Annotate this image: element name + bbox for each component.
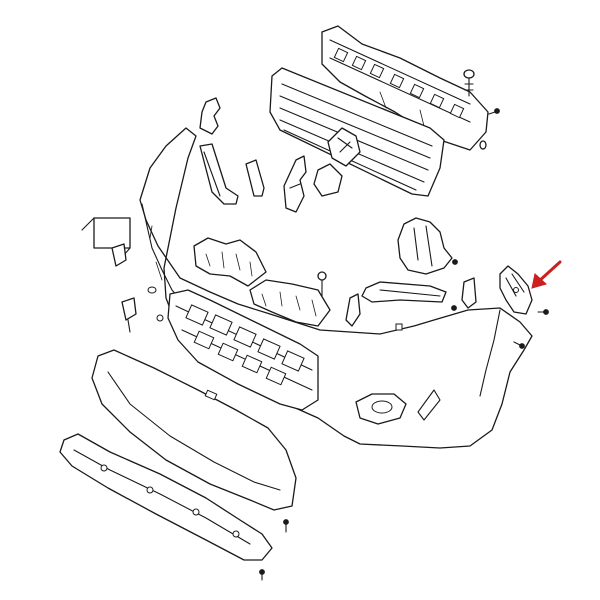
side-bracket-screw	[537, 309, 549, 315]
beam-screw-upper	[283, 519, 289, 533]
bumper-lower-grille	[167, 289, 319, 411]
fascia-side-fastener	[395, 323, 403, 331]
fascia-corner-screw	[513, 341, 525, 349]
left-side-clip-lower	[121, 297, 137, 333]
grille-screw	[488, 108, 500, 115]
beam-screw-lower	[259, 569, 265, 581]
bumper-side-bracket-right	[499, 265, 533, 315]
bumper-reinforcement-beam	[59, 433, 273, 561]
fascia-side-clip	[451, 277, 477, 311]
headlamp-mount-screw	[452, 259, 458, 265]
fascia-center-clip	[345, 293, 361, 327]
highlight-arrow	[531, 260, 562, 289]
fascia-rail	[361, 281, 447, 303]
fog-lamp-bezel	[355, 389, 441, 425]
left-side-clip-upper	[111, 243, 127, 267]
grille-emblem	[327, 127, 361, 167]
headlamp-mount-bracket	[397, 217, 453, 275]
bumper-center-bracket	[283, 155, 307, 213]
emblem-cover	[313, 163, 343, 197]
grille-clip	[463, 69, 475, 97]
bumper-side-bracket-left	[199, 97, 265, 205]
fascia-top-clip	[317, 271, 327, 297]
radiator-grille	[269, 67, 445, 197]
grille-upper-bracket	[321, 25, 489, 151]
grille-clip-small	[479, 140, 487, 150]
lower-spoiler	[91, 349, 297, 511]
fascia-upper-brackets	[193, 237, 331, 327]
